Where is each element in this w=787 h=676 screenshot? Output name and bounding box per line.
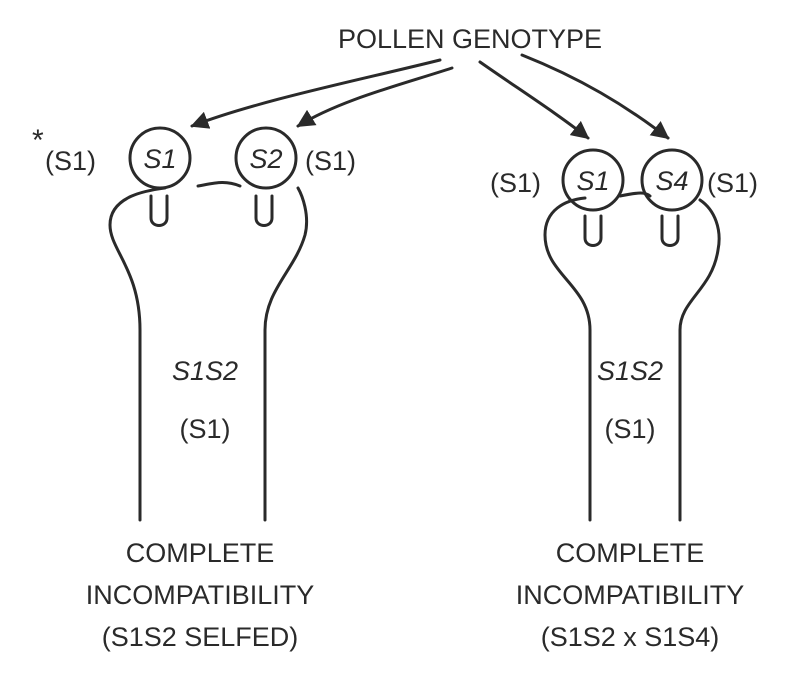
left-pistil-outline [110,183,307,520]
left-outer-allele-2: (S1) [305,146,356,176]
right-caption-line-1: COMPLETE [556,538,705,568]
right-outer-allele-2: (S1) [707,168,758,198]
right-pollen-tube-1 [585,216,601,246]
left-pollen-s1-label: S1 [143,144,176,174]
left-outer-allele-1: (S1) [45,146,96,176]
right-style-genotype: S1S2 [597,356,663,386]
left-pollen-s2-label: S2 [249,144,282,174]
left-pollen-tube-1 [151,196,167,226]
left-caption-line-2: INCOMPATIBILITY [86,580,315,610]
right-style-allele: (S1) [604,414,655,444]
right-pollen-s1-label: S1 [576,166,609,196]
right-pollen-s4-label: S4 [655,166,688,196]
arrow-to-right-s1 [480,62,588,138]
left-caption-line-3: (S1S2 SELFED) [102,622,299,652]
right-outer-allele-1: (S1) [490,168,541,198]
left-style-genotype: S1S2 [172,356,238,386]
right-caption-line-3: (S1S2 x S1S4) [541,622,720,652]
right-pistil: S1 S4 (S1) (S1) S1S2 (S1) COMPLETE INCOM… [490,150,758,652]
left-style-allele: (S1) [179,414,230,444]
arrow-to-right-s4 [522,55,668,138]
left-pistil: * S1 S2 (S1) (S1) S1S2 (S1) COMPLETE INC… [32,124,356,652]
asterisk-marker: * [32,124,44,157]
right-pollen-tube-2 [662,216,678,246]
right-caption-line-2: INCOMPATIBILITY [516,580,745,610]
diagram-title: POLLEN GENOTYPE [338,24,602,54]
left-caption-line-1: COMPLETE [126,538,275,568]
left-pollen-tube-2 [256,196,272,226]
